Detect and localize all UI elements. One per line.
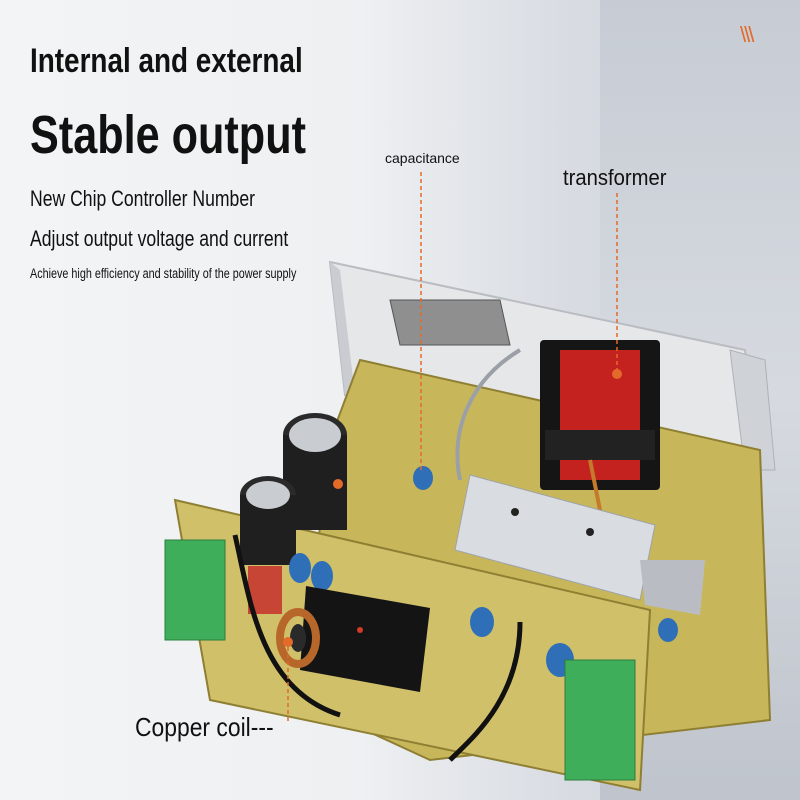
feature-3: Achieve high efficiency and stability of…: [30, 266, 297, 281]
back-plate-edge: [330, 262, 355, 395]
marker-coil: [283, 637, 293, 647]
heatsink-side: [640, 560, 705, 615]
heatsink-bracket: [454, 474, 656, 601]
green-terminal-right: [564, 659, 636, 781]
y-capacitor-1: [289, 553, 311, 583]
headline-line-2: Stable output: [30, 105, 306, 165]
marker-capacitor: [333, 479, 343, 489]
top-clamp: [389, 299, 511, 346]
y-capacitor-3: [470, 607, 494, 637]
black-wire-2: [448, 621, 523, 762]
y-capacitor-2: [311, 561, 333, 591]
ceramic-capacitor: [413, 466, 433, 490]
callout-capacitance: capacitance: [385, 150, 460, 166]
copper-coil: [276, 608, 320, 668]
grey-wire: [455, 348, 522, 481]
y-capacitor-5: [658, 618, 678, 642]
headline-line-1: Internal and external: [30, 42, 303, 80]
marker-module: [357, 627, 363, 633]
right-side-panel: [729, 349, 776, 471]
black-module: [300, 586, 430, 692]
feature-2: Adjust output voltage and current: [30, 226, 289, 251]
callout-transformer: transformer: [563, 165, 667, 190]
transformer-component: [540, 340, 660, 511]
green-terminal-left: [164, 539, 226, 641]
callout-copper-coil: Copper coil---: [135, 712, 274, 742]
feature-1: New Chip Controller Number: [30, 186, 255, 211]
decorative-slashes: \\\: [740, 22, 754, 47]
marker-transformer: [612, 369, 622, 379]
black-wire-1: [232, 534, 341, 718]
